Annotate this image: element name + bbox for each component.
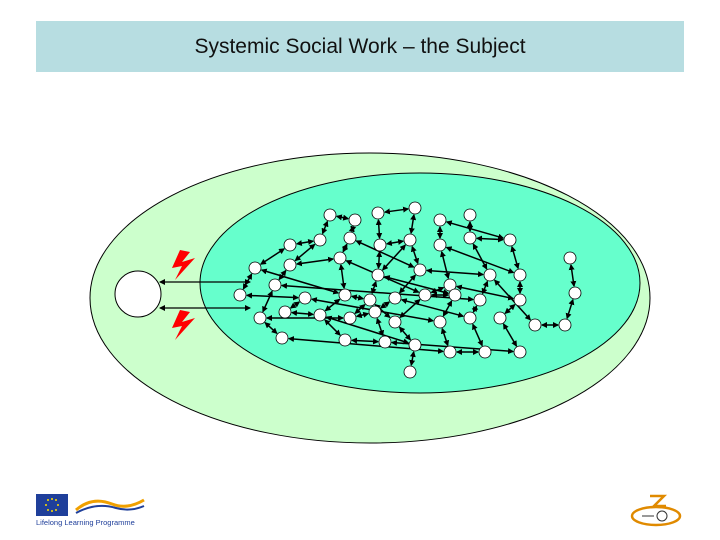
network-node xyxy=(463,208,477,222)
network-arrow xyxy=(494,279,531,321)
network-node xyxy=(371,206,385,220)
network-node xyxy=(371,268,385,282)
network-node xyxy=(568,286,582,300)
network-node xyxy=(313,233,327,247)
network-node xyxy=(513,268,527,282)
llp-emblem-icon xyxy=(72,494,148,516)
network-node xyxy=(433,238,447,252)
network-node xyxy=(343,231,357,245)
network-arrow xyxy=(295,239,315,246)
network-arrow xyxy=(383,275,450,295)
lifelong-learning-logo: Lifelong Learning Programme xyxy=(36,494,146,530)
network-node xyxy=(443,278,457,292)
network-arrow xyxy=(471,305,479,313)
network-node xyxy=(408,338,422,352)
network-node xyxy=(348,213,362,227)
network-arrow xyxy=(445,246,515,274)
network-arrow xyxy=(400,298,465,318)
network-node xyxy=(403,233,417,247)
network-node xyxy=(463,311,477,325)
network-node xyxy=(248,261,262,275)
network-node xyxy=(373,238,387,252)
network-arrow xyxy=(289,301,301,309)
network-arrow xyxy=(502,323,518,347)
network-arrow xyxy=(375,218,383,240)
network-node xyxy=(338,333,352,347)
network-node xyxy=(433,213,447,227)
network-node xyxy=(433,315,447,329)
network-node xyxy=(513,345,527,359)
network-node xyxy=(408,201,422,215)
title-bar: Systemic Social Work – the Subject xyxy=(36,21,684,72)
network-node xyxy=(278,305,292,319)
network-node xyxy=(418,288,432,302)
network-node xyxy=(343,311,357,325)
network-arrow xyxy=(335,214,350,221)
network-node xyxy=(443,345,457,359)
network-arrow xyxy=(264,322,278,334)
network-node xyxy=(558,318,572,332)
programme-label: Lifelong Learning Programme xyxy=(36,518,135,527)
network-node xyxy=(333,251,347,265)
network-arrow xyxy=(383,206,410,215)
network-node xyxy=(513,293,527,307)
network-node xyxy=(413,263,427,277)
network-node xyxy=(473,293,487,307)
network-node xyxy=(503,233,517,247)
network-arrow xyxy=(382,244,406,271)
network-arrow xyxy=(321,220,329,235)
network-node xyxy=(268,278,282,292)
network-node xyxy=(363,293,377,307)
slide-title: Systemic Social Work – the Subject xyxy=(194,34,526,58)
network-node xyxy=(298,291,312,305)
node-network xyxy=(233,201,582,379)
network-node xyxy=(463,231,477,245)
network-node xyxy=(403,365,417,379)
external-subject-node xyxy=(114,270,162,318)
lightning-bolt-icon xyxy=(172,310,195,340)
network-node xyxy=(338,288,352,302)
network-arrow xyxy=(348,225,357,233)
network-node xyxy=(478,345,492,359)
network-node xyxy=(233,288,247,302)
network-arrow xyxy=(568,263,577,288)
network-arrow xyxy=(242,273,253,290)
network-node xyxy=(275,331,289,345)
network-arrow xyxy=(295,256,335,267)
network-arrow xyxy=(408,213,417,235)
network-arrow xyxy=(341,243,349,253)
network-node xyxy=(283,238,297,252)
network-node xyxy=(528,318,542,332)
network-arrow xyxy=(445,220,505,240)
lightning-bolt-icon xyxy=(172,250,195,280)
network-arrow xyxy=(565,298,575,320)
network-node xyxy=(323,208,337,222)
network-node xyxy=(313,308,327,322)
network-arrow xyxy=(290,310,315,317)
partner-logo xyxy=(628,492,684,530)
network-node xyxy=(493,311,507,325)
eu-flag-icon xyxy=(36,494,68,516)
network-arrow xyxy=(260,248,285,265)
network-node xyxy=(388,315,402,329)
network-node xyxy=(388,291,402,305)
network-node xyxy=(378,335,392,349)
network-node xyxy=(563,251,577,265)
network-node xyxy=(253,311,267,325)
network-node xyxy=(368,305,382,319)
network-arrow xyxy=(375,250,383,270)
network-arrow xyxy=(280,282,475,303)
network-node xyxy=(483,268,497,282)
network-node xyxy=(448,288,462,302)
network-node xyxy=(283,258,297,272)
